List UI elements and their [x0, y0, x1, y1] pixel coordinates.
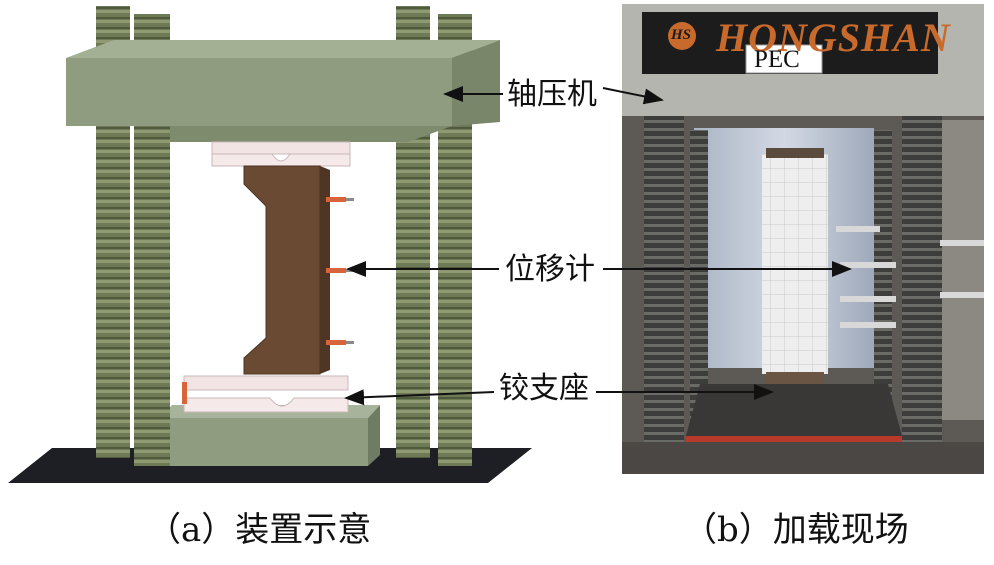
- crosshead-top-face: [66, 40, 500, 58]
- specimen-tag: PEC: [754, 46, 800, 73]
- caption-b: （b）加载现场: [683, 510, 909, 550]
- crosshead: [66, 58, 452, 126]
- caption-a: （a）装置示意: [147, 510, 372, 550]
- photo-column-right: [902, 116, 942, 448]
- upper-hinge-plate-top: [211, 141, 351, 155]
- brand-logo-text: HS: [671, 27, 692, 43]
- displacement-gauge-1: [326, 197, 354, 202]
- label-press: 轴压机: [507, 77, 597, 112]
- label-hinge: 铰支座: [499, 371, 589, 406]
- brand-name: HONGSHAN: [716, 15, 951, 60]
- loading-photo: [622, 4, 984, 474]
- arrow-press-right: [602, 87, 664, 105]
- label-gauge: 位移计: [505, 252, 595, 287]
- photo-tag-background: [745, 44, 823, 74]
- displacement-gauge-3: [326, 340, 354, 345]
- arrow-hinge-left: [344, 389, 495, 406]
- upper-hinge-plate-bottom: [211, 153, 351, 167]
- lower-base: [160, 418, 368, 466]
- displacement-gauge-base: [182, 382, 187, 404]
- photo-base-platform: [686, 384, 902, 436]
- photo-gauges: [836, 226, 984, 328]
- photo-specimen: [762, 154, 828, 374]
